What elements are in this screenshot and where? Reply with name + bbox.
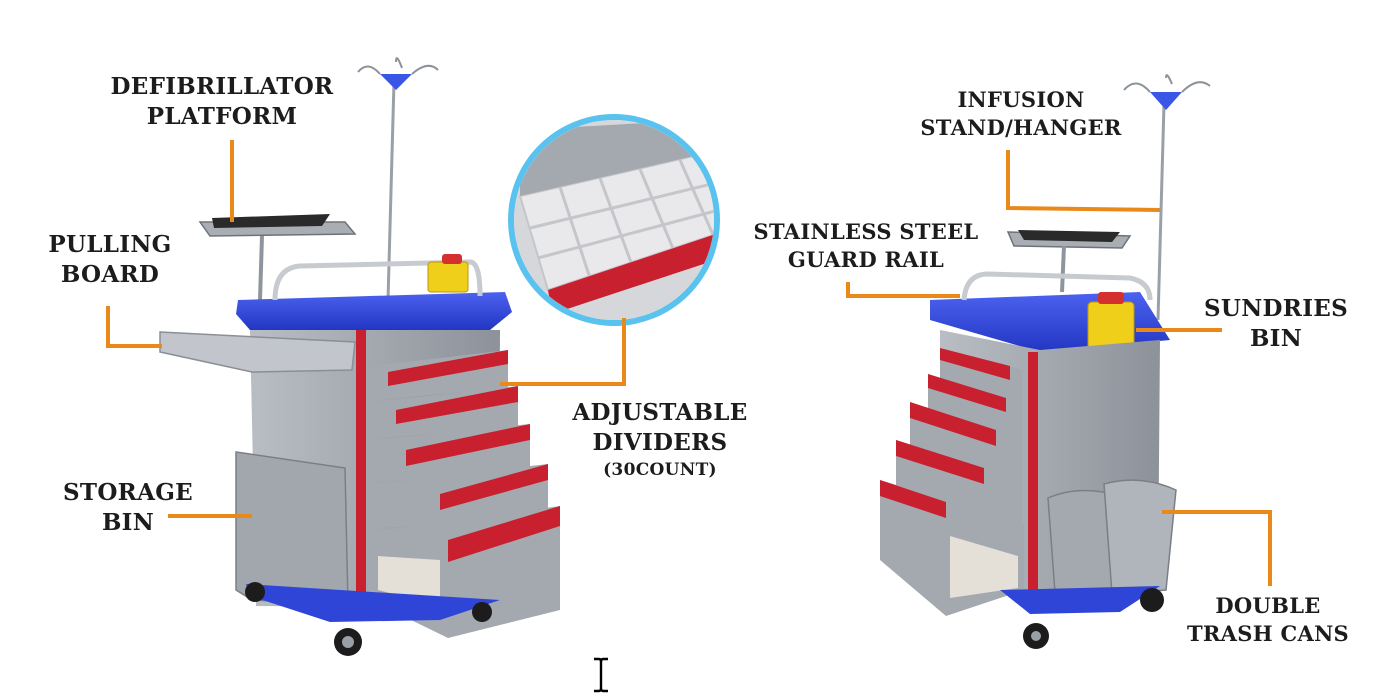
label-dividers-line1: ADJUSTABLE	[572, 399, 748, 426]
label-defibrillator-line1: DEFIBRILLATOR	[110, 73, 334, 100]
label-dividers-line2: DIVIDERS	[592, 429, 728, 457]
leader-guard-rail	[846, 282, 960, 298]
label-trash-cans: DOUBLE TRASH CANS	[1170, 592, 1366, 647]
label-guard-rail-line1: STAINLESS STEEL	[753, 219, 979, 244]
label-defibrillator-line2: PLATFORM	[146, 103, 298, 131]
dividers-closeup	[508, 114, 720, 326]
leader-dividers	[500, 318, 626, 386]
left-cart	[159, 57, 560, 656]
label-sundries-bin: SUNDRIES BIN	[1196, 294, 1356, 355]
label-infusion-line1: INFUSION	[957, 87, 1085, 112]
left-drawers	[370, 350, 560, 638]
label-guard-rail-line2: GUARD RAIL	[787, 246, 945, 272]
label-dividers-count: (30COUNT)	[603, 459, 717, 480]
leader-trash-cans	[1162, 510, 1272, 586]
label-defibrillator-platform: DEFIBRILLATOR PLATFORM	[92, 72, 352, 133]
label-pulling-board-line2: BOARD	[60, 261, 160, 289]
label-trash-cans-line1: DOUBLE	[1215, 593, 1321, 618]
label-sundries-line2: BIN	[1249, 325, 1303, 353]
text-cursor-icon	[594, 657, 608, 693]
label-infusion-line2: STAND/HANGER	[920, 114, 1122, 140]
label-guard-rail: STAINLESS STEEL GUARD RAIL	[738, 218, 994, 273]
leader-lines	[106, 140, 1272, 586]
label-storage-bin-line2: BIN	[101, 509, 155, 537]
leader-pulling-board	[106, 306, 162, 348]
right-cart	[880, 74, 1211, 649]
label-storage-bin-line1: STORAGE	[63, 479, 193, 506]
label-storage-bin: STORAGE BIN	[50, 478, 206, 539]
right-drawers	[880, 348, 1024, 616]
label-trash-cans-line2: TRASH CANS	[1186, 620, 1350, 646]
label-sundries-line1: SUNDRIES	[1203, 295, 1349, 322]
label-pulling-board: PULLING BOARD	[38, 230, 182, 291]
label-infusion-stand: INFUSION STAND/HANGER	[896, 86, 1146, 141]
label-adjustable-dividers: ADJUSTABLE DIVIDERS (30COUNT)	[560, 398, 760, 481]
leader-infusion	[1006, 150, 1161, 212]
label-pulling-board-line1: PULLING	[48, 231, 172, 258]
